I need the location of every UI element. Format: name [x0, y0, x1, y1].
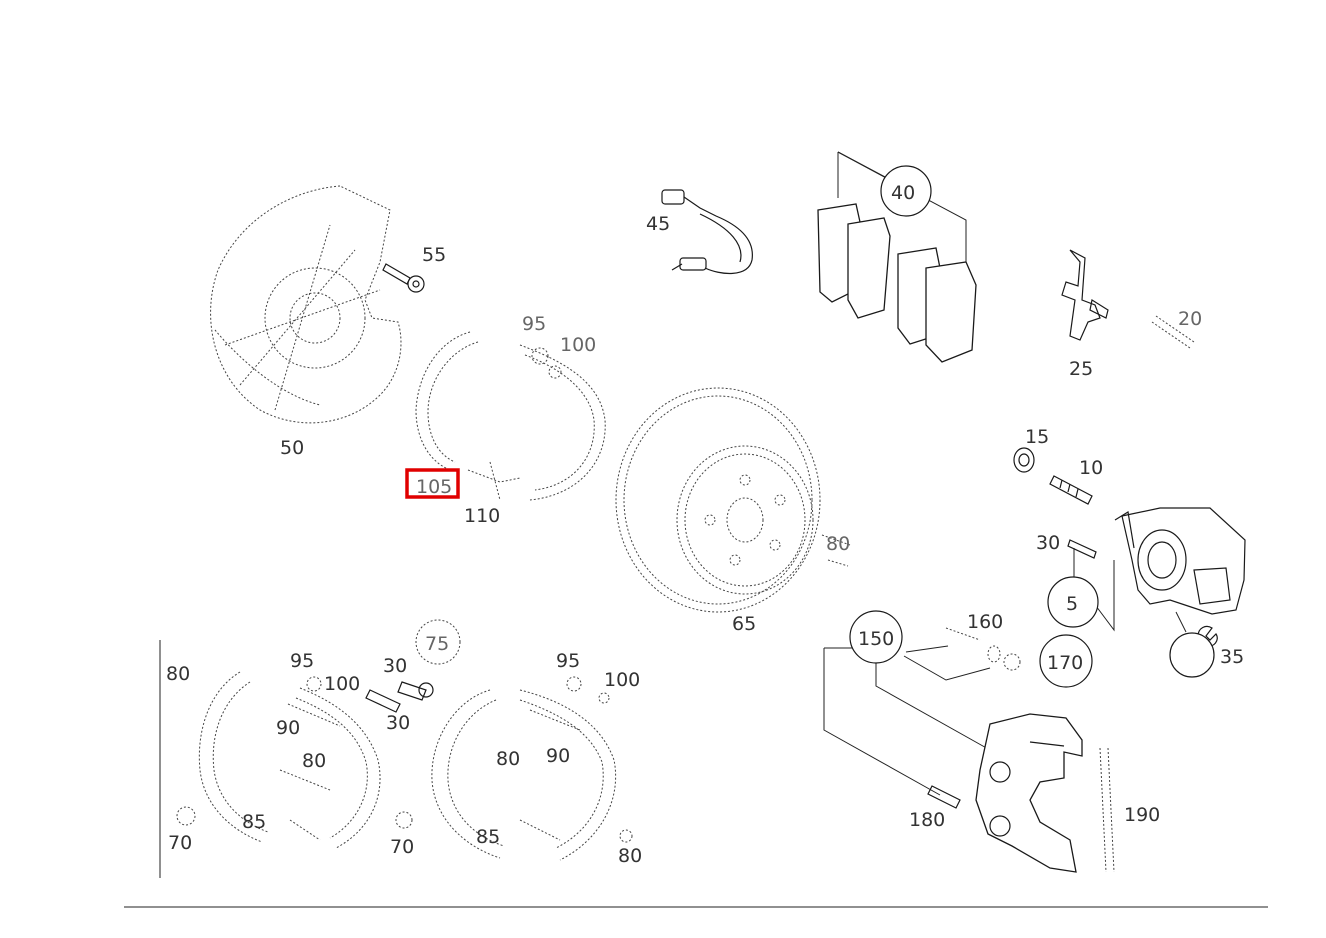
callout-circle-40 — [880, 165, 932, 217]
label-95-upper: 95 — [522, 313, 546, 335]
guide-pins-190 — [1099, 747, 1115, 873]
rear-shoe-assembly-right — [431, 676, 633, 861]
callout-circle-170 — [1039, 634, 1093, 688]
rear-shoe-assembly-left — [159, 640, 434, 878]
dust-shield — [210, 185, 402, 424]
label-20: 20 — [1178, 308, 1202, 330]
highlight-box-105[interactable] — [405, 468, 460, 499]
brake-disc — [615, 387, 851, 613]
label-30-upper: 30 — [383, 655, 407, 677]
label-180: 180 — [909, 809, 945, 831]
label-40: 40 — [891, 182, 915, 204]
label-190: 190 — [1124, 804, 1160, 826]
guide-pin-180 — [927, 785, 961, 809]
label-95-left: 95 — [290, 650, 314, 672]
caliper-carrier — [823, 645, 1083, 873]
bleeder-valve — [1049, 475, 1093, 505]
wear-sensor — [661, 189, 753, 274]
label-95-right: 95 — [556, 650, 580, 672]
label-50: 50 — [280, 437, 304, 459]
label-80-e: 80 — [826, 533, 850, 555]
label-160: 160 — [967, 611, 1003, 633]
label-80-a: 80 — [166, 663, 190, 685]
label-70-right: 70 — [390, 836, 414, 858]
callout-circle-5 — [1047, 576, 1099, 628]
label-55: 55 — [422, 244, 446, 266]
label-5: 5 — [1066, 593, 1078, 615]
label-75: 75 — [425, 633, 449, 655]
label-100-right: 100 — [604, 669, 640, 691]
brake-pads — [817, 151, 977, 363]
label-70-left: 70 — [168, 832, 192, 854]
label-100-left: 100 — [324, 673, 360, 695]
anti-rattle-spring — [1061, 249, 1109, 341]
bolt-55 — [382, 263, 425, 293]
label-45: 45 — [646, 213, 670, 235]
brake-part-75 — [415, 619, 461, 665]
label-25: 25 — [1069, 358, 1093, 380]
parking-brake-shoes — [415, 331, 606, 501]
label-15: 15 — [1025, 426, 1049, 448]
callout-circle-150 — [849, 610, 903, 664]
label-10: 10 — [1079, 457, 1103, 479]
label-30-caliper: 30 — [1036, 532, 1060, 554]
seal-160-170 — [945, 627, 1021, 671]
callout-circle-35 — [1169, 632, 1215, 678]
label-80-d: 80 — [618, 845, 642, 867]
label-65: 65 — [732, 613, 756, 635]
label-170: 170 — [1047, 652, 1083, 674]
label-80-c: 80 — [496, 748, 520, 770]
label-85-left: 85 — [242, 811, 266, 833]
label-105: 105 — [416, 476, 452, 498]
label-30-lower: 30 — [386, 712, 410, 734]
label-35: 35 — [1220, 646, 1244, 668]
dust-cap — [1013, 447, 1035, 473]
brake-caliper — [1067, 507, 1246, 632]
label-85-right: 85 — [476, 826, 500, 848]
label-100-upper: 100 — [560, 334, 596, 356]
label-90-left: 90 — [276, 717, 300, 739]
label-150: 150 — [858, 628, 894, 650]
label-90-right: 90 — [546, 745, 570, 767]
label-110: 110 — [464, 505, 500, 527]
label-80-b: 80 — [302, 750, 326, 772]
